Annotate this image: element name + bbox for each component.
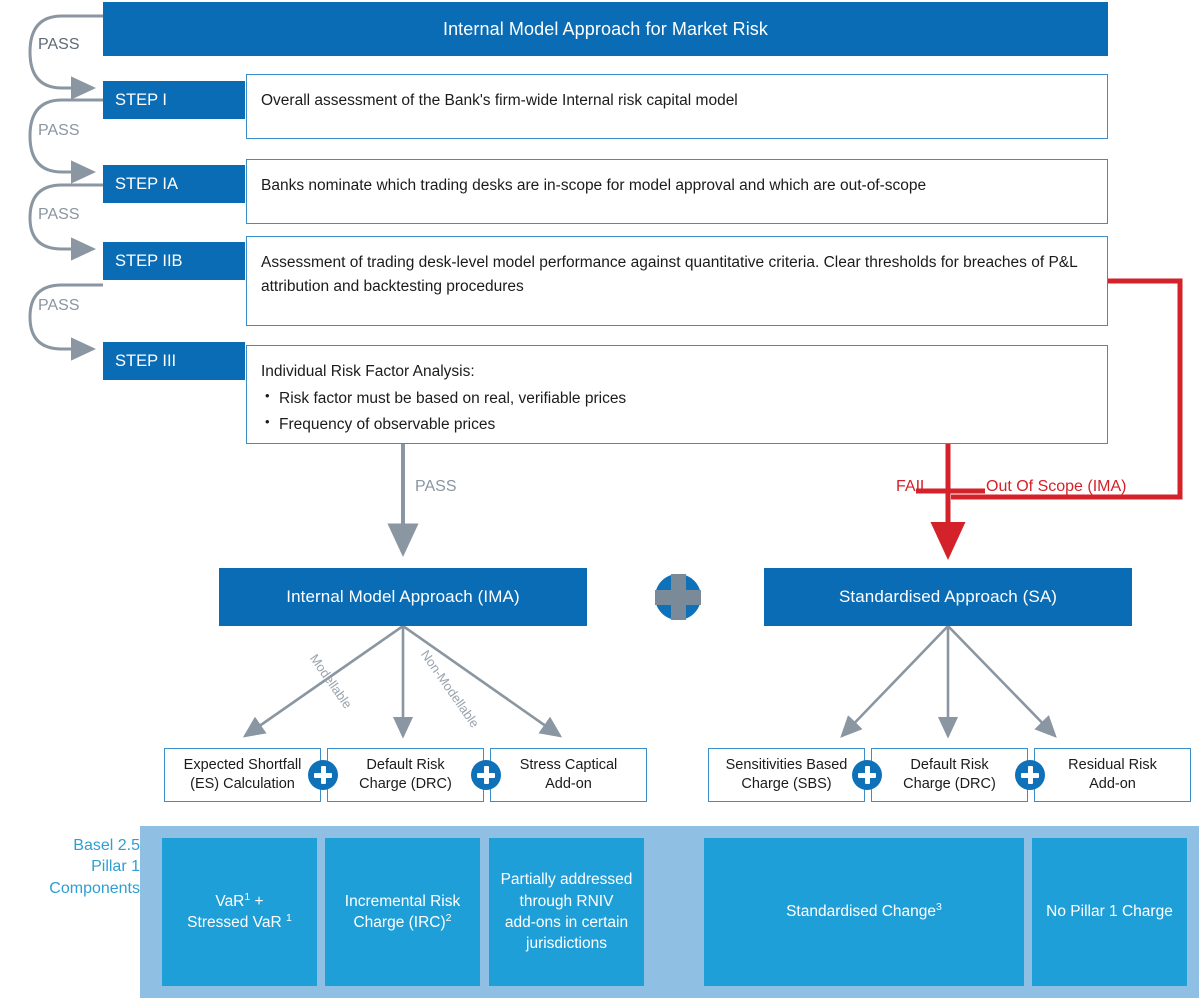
basel-box-3: Partially addressed through RNIV add-ons…: [489, 838, 644, 986]
step-desc-1: Overall assessment of the Bank's firm-wi…: [246, 74, 1108, 139]
plus-icon-sa-1: [852, 760, 882, 790]
plus-icon-ima-1: [308, 760, 338, 790]
step-desc-text-4: Individual Risk Factor Analysis:: [261, 363, 475, 380]
plus-combiner-icon: [655, 574, 701, 620]
basel-box-1-line-1: VaR1 +: [215, 890, 264, 910]
sa-component-1: Sensitivities Based Charge (SBS): [708, 748, 865, 802]
ima-box: Internal Model Approach (IMA): [219, 568, 587, 626]
pass-loop-4: [28, 283, 103, 361]
sa-component-2-line-2: Charge (DRC): [903, 776, 996, 792]
pass-flow-label: PASS: [415, 478, 457, 495]
plus-icon-sa-2: [1015, 760, 1045, 790]
sa-component-2-line-1: Default Risk: [910, 757, 989, 774]
basel-label-line-1: Basel 2.5: [73, 836, 140, 854]
step-4-bullet-2: Frequency of observable prices: [265, 412, 1093, 437]
ima-component-3-line-1: Stress Captical: [519, 757, 618, 774]
step-tag-3: STEP IIB: [103, 242, 245, 280]
out-of-scope-label: Out Of Scope (IMA): [986, 478, 1127, 495]
basel-label-line-2: Pillar 1: [91, 858, 140, 876]
basel-box-2-line-2: Charge (IRC)2: [353, 911, 452, 931]
sa-component-3-line-1: Residual Risk: [1068, 757, 1157, 774]
ima-component-2: Default Risk Charge (DRC): [327, 748, 484, 802]
plus-bar-vertical: [864, 766, 870, 784]
plus-bar-vertical: [320, 766, 326, 784]
pass-label-1: PASS: [38, 36, 80, 53]
non-modellable-label: Non-Modellable: [417, 647, 483, 731]
step-desc-3: Assessment of trading desk-level model p…: [246, 236, 1108, 326]
basel-box-2: Incremental Risk Charge (IRC)2: [325, 838, 480, 986]
basel-box-3-line-4: jurisdictions: [526, 935, 607, 953]
plus-bar-vertical: [483, 766, 489, 784]
pass-label-4: PASS: [38, 297, 80, 314]
step-tag-2: STEP IA: [103, 165, 245, 203]
sa-component-2: Default Risk Charge (DRC): [871, 748, 1028, 802]
step-tag-4: STEP III: [103, 342, 245, 380]
step-4-bullets: Risk factor must be based on real, verif…: [261, 386, 1093, 437]
step-desc-2: Banks nominate which trading desks are i…: [246, 159, 1108, 224]
fail-flow-label: FAIL: [896, 478, 929, 495]
sa-box: Standardised Approach (SA): [764, 568, 1132, 626]
ima-component-3: Stress Captical Add-on: [490, 748, 647, 802]
ima-fanout-arrows: [242, 624, 563, 739]
step-tag-1: STEP I: [103, 81, 245, 119]
ima-component-1-line-2: (ES) Calculation: [190, 776, 295, 792]
sa-component-1-line-1: Sensitivities Based: [725, 757, 848, 774]
ima-component-2-line-1: Default Risk: [366, 757, 445, 774]
basel-box-4: Standardised Change3: [704, 838, 1024, 986]
basel-box-1: VaR1 + Stressed VaR 1: [162, 838, 317, 986]
ima-component-1: Expected Shortfall (ES) Calculation: [164, 748, 321, 802]
basel-box-4-line-1: Standardised Change3: [786, 901, 942, 921]
basel-box-5: No Pillar 1 Charge: [1032, 838, 1187, 986]
step-desc-4: Individual Risk Factor Analysis: Risk fa…: [246, 345, 1108, 444]
sa-component-3-line-2: Add-on: [1089, 776, 1136, 792]
title-box: Internal Model Approach for Market Risk: [103, 2, 1108, 56]
ima-component-3-line-2: Add-on: [545, 776, 592, 792]
basel-box-3-line-3: add-ons in certain: [504, 914, 629, 931]
modellable-label: Modellable: [306, 651, 356, 712]
basel-label-line-3: Components: [49, 879, 140, 897]
sa-component-3: Residual Risk Add-on: [1034, 748, 1191, 802]
basel-section-label: Basel 2.5 Pillar 1 Components: [20, 834, 140, 900]
sa-fanout-arrows: [840, 625, 1057, 739]
plus-bar-vertical: [670, 574, 686, 620]
plus-icon-ima-2: [471, 760, 501, 790]
step-desc-text-3: Assessment of trading desk-level model p…: [261, 254, 1078, 296]
step-desc-text-1: Overall assessment of the Bank's firm-wi…: [261, 92, 738, 109]
basel-box-3-line-2: through RNIV: [519, 892, 614, 910]
ima-component-2-line-2: Charge (DRC): [359, 776, 452, 792]
pass-label-3: PASS: [38, 206, 80, 223]
basel-box-3-line-1: Partially addressed: [500, 871, 633, 889]
sa-component-1-line-2: Charge (SBS): [741, 776, 832, 792]
basel-box-5-line-1: No Pillar 1 Charge: [1046, 903, 1173, 921]
plus-bar-vertical: [1027, 766, 1033, 784]
basel-box-1-line-2: Stressed VaR 1: [187, 911, 292, 931]
basel-box-2-line-1: Incremental Risk: [344, 892, 461, 910]
step-desc-text-2: Banks nominate which trading desks are i…: [261, 177, 927, 194]
pass-label-2: PASS: [38, 122, 80, 139]
ima-component-1-line-1: Expected Shortfall: [183, 757, 302, 774]
step-4-bullet-1: Risk factor must be based on real, verif…: [265, 386, 1093, 411]
